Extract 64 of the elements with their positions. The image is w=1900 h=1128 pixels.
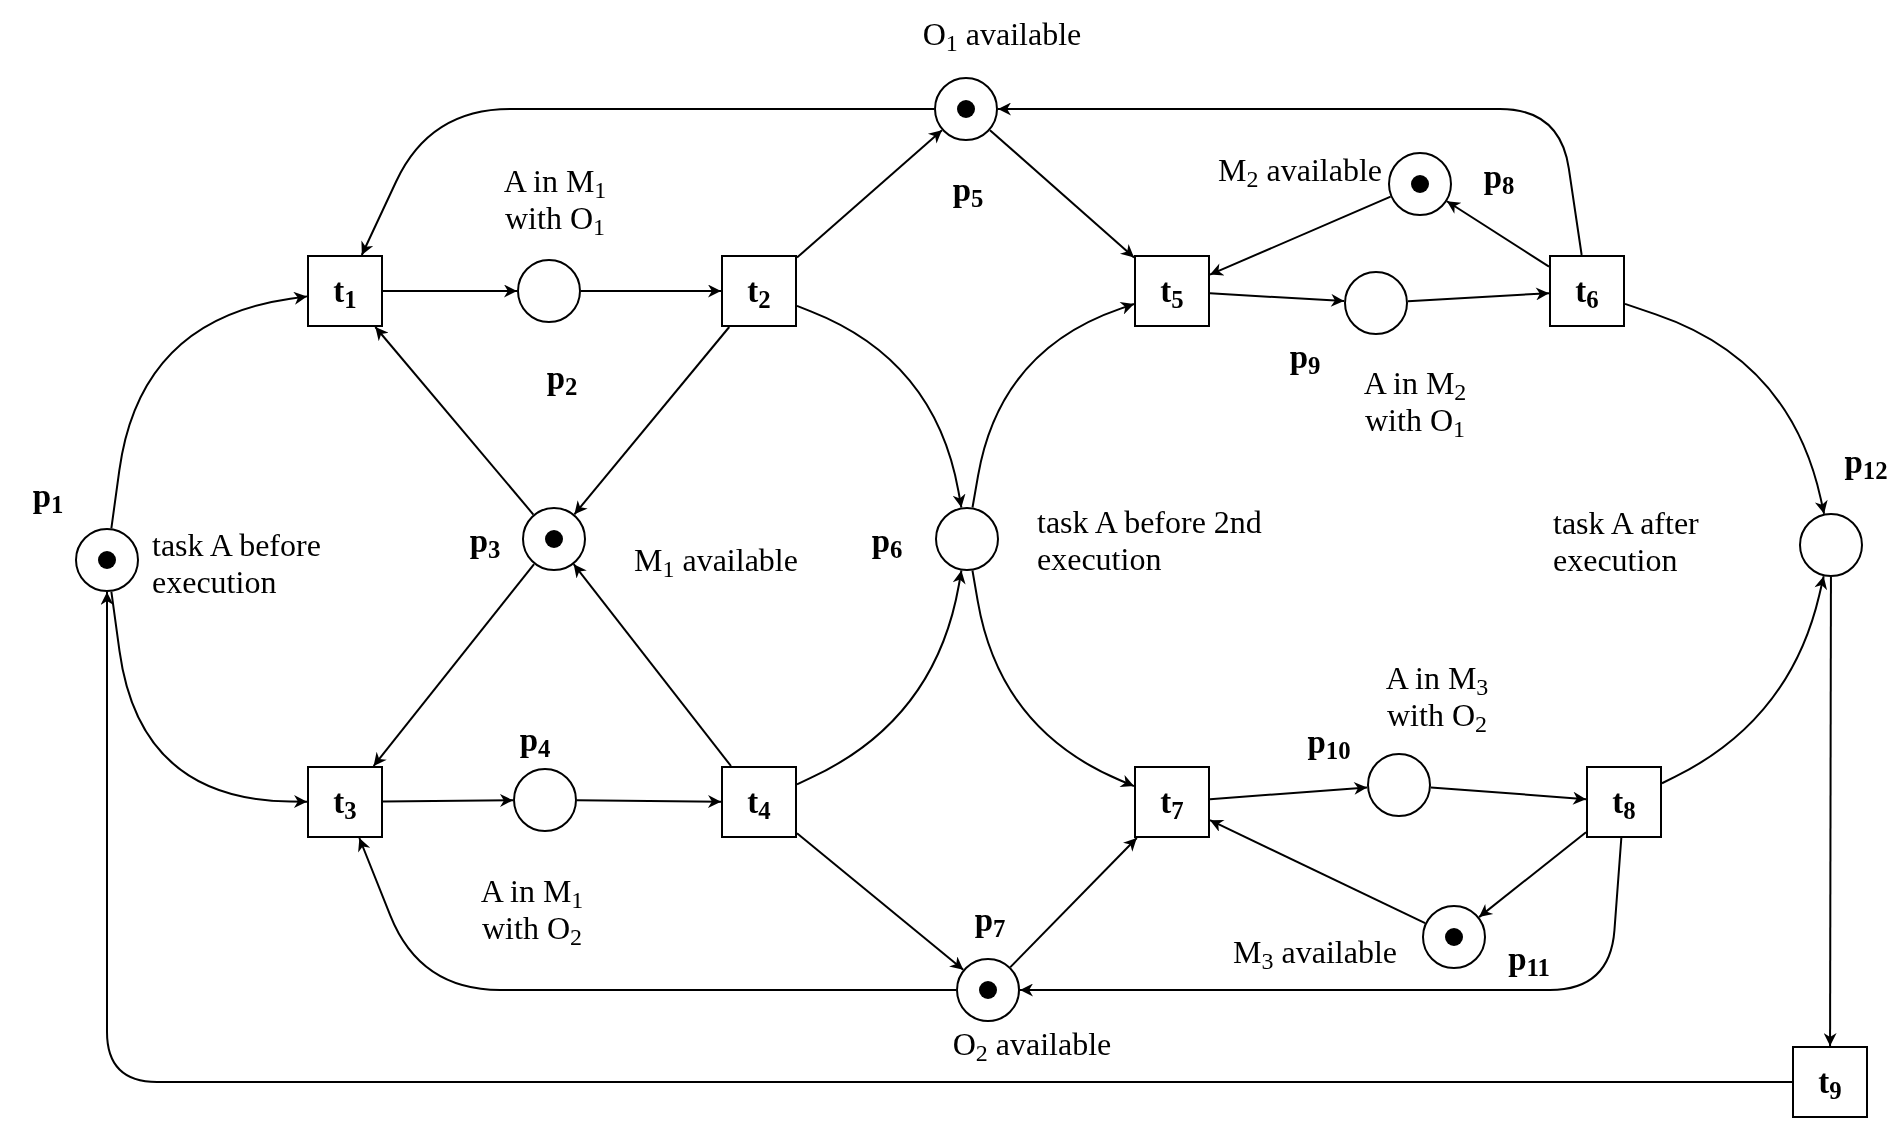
arrow: [1009, 837, 1138, 969]
arrow: [360, 108, 935, 256]
arrow: [1209, 781, 1369, 801]
transition-box: t$_{2}$: [721, 255, 797, 327]
arrow: [576, 795, 722, 808]
place-description: A in M$_{2}$ with O$_{1}$: [1362, 365, 1468, 439]
place-label: p$_{7}$: [974, 903, 1006, 937]
transition-box: t$_{7}$: [1134, 766, 1210, 838]
place-description: O$_{2}$ available: [952, 1025, 1112, 1063]
arrow: [573, 326, 731, 516]
arrow: [1019, 837, 1623, 997]
place-label: p$_{11}$: [1508, 942, 1550, 976]
arrow: [100, 591, 1793, 1083]
arrow: [989, 129, 1135, 259]
arrow: [1624, 302, 1828, 515]
transition-box: t$_{8}$: [1586, 766, 1662, 838]
place-description: A in M$_{1}$ with O$_{2}$: [479, 873, 585, 947]
transition-box: t$_{4}$: [721, 766, 797, 838]
arrow: [1823, 576, 1837, 1047]
arrow: [382, 284, 518, 298]
arrow: [580, 284, 722, 298]
place-description: task A before execution: [152, 527, 322, 601]
place-description: task A after execution: [1553, 505, 1700, 579]
place-label: p$_{9}$: [1289, 340, 1321, 374]
arrow: [1445, 200, 1550, 268]
arrow: [971, 302, 1135, 509]
transition-box: t$_{5}$: [1134, 255, 1210, 327]
place-label: p$_{1}$: [32, 479, 64, 513]
place-label: p$_{12}$: [1844, 445, 1888, 479]
arrow: [358, 837, 957, 991]
place-description: M$_{1}$ available: [634, 541, 799, 579]
place-description: M$_{2}$ available: [1218, 151, 1382, 189]
arrow: [1661, 575, 1828, 785]
arrow: [1478, 831, 1587, 919]
place-description: O$_{1}$ available: [922, 15, 1082, 53]
arrow: [382, 793, 514, 807]
arrow: [572, 563, 732, 767]
arrow: [796, 832, 965, 971]
transition-box: t$_{6}$: [1549, 255, 1625, 327]
transition-box: t$_{9}$: [1792, 1046, 1868, 1118]
place-label: p$_{3}$: [469, 524, 501, 558]
arrow: [796, 129, 943, 259]
arrow: [1209, 292, 1346, 307]
arrow: [110, 291, 308, 530]
place-label: p$_{10}$: [1307, 725, 1351, 759]
transition-box: t$_{3}$: [307, 766, 383, 838]
place-description: A in M$_{3}$ with O$_{2}$: [1384, 660, 1490, 734]
place-label: p$_{5}$: [952, 173, 984, 207]
place-description: A in M$_{1}$ with O$_{1}$: [502, 163, 608, 237]
arrow: [1209, 819, 1427, 925]
place-description: M$_{3}$ available: [1233, 933, 1397, 971]
arrow: [997, 102, 1583, 256]
arrow: [372, 563, 536, 767]
transition-box: t$_{1}$: [307, 255, 383, 327]
place-label: p$_{6}$: [871, 524, 903, 558]
arrow: [796, 569, 966, 786]
place-label: p$_{8}$: [1483, 160, 1515, 194]
arrow: [971, 569, 1135, 788]
arrow: [374, 326, 535, 516]
place-label: p$_{4}$: [519, 723, 551, 757]
arrow: [796, 304, 966, 509]
place-label: p$_{2}$: [546, 361, 578, 395]
arrow: [110, 590, 308, 808]
place-description: task A before 2nd execution: [1037, 504, 1263, 578]
